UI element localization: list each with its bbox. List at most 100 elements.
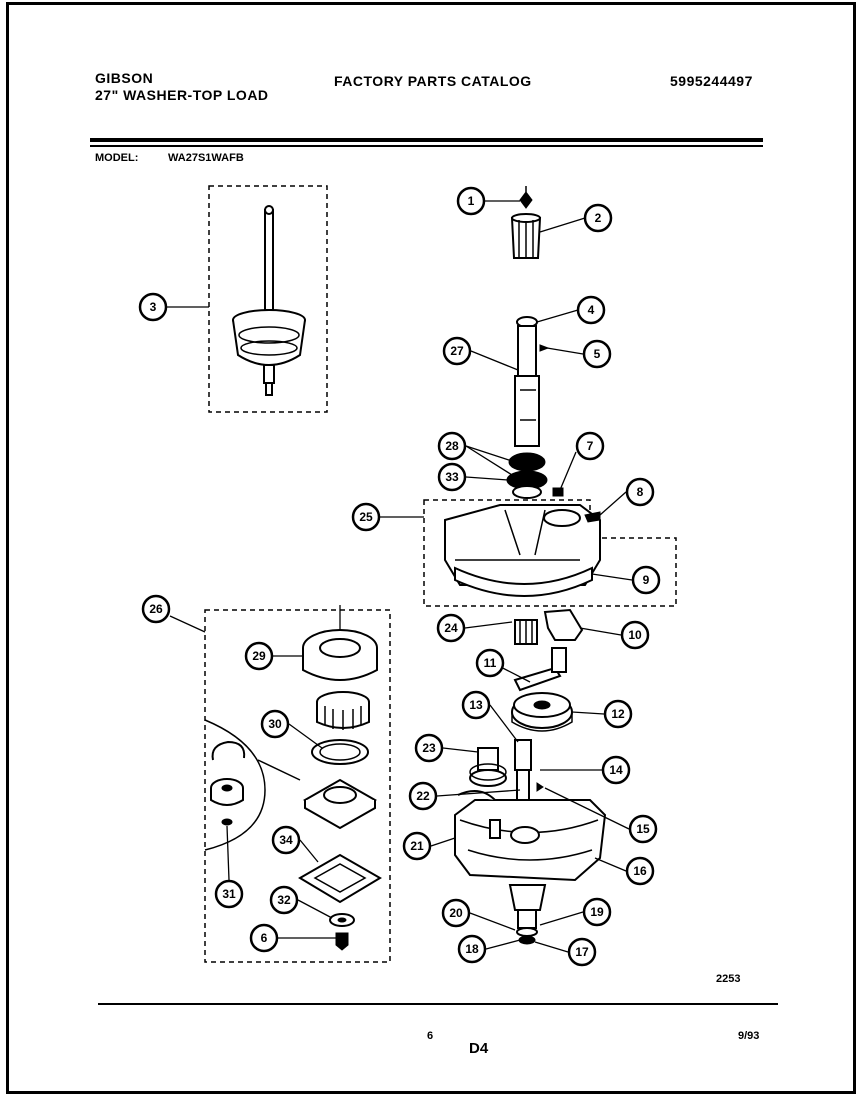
catalog-title: FACTORY PARTS CATALOG	[334, 73, 532, 89]
callout-30: 30	[260, 709, 290, 739]
svg-text:22: 22	[416, 789, 430, 803]
page-border	[6, 2, 856, 1094]
header-rule-thin	[90, 145, 763, 147]
callout-7: 7	[575, 431, 605, 461]
callout-22: 22	[408, 781, 438, 811]
callout-27: 27	[442, 336, 472, 366]
callout-3: 3	[138, 292, 168, 322]
svg-text:9: 9	[643, 573, 650, 587]
group-box-3	[208, 185, 328, 413]
callout-4: 4	[576, 295, 606, 325]
callout-15: 15	[628, 814, 658, 844]
callout-11: 11	[475, 648, 505, 678]
seal-ring-part	[302, 629, 378, 681]
svg-text:7: 7	[587, 439, 594, 453]
svg-text:27: 27	[450, 344, 464, 358]
callout-32: 32	[269, 885, 299, 915]
callout-10: 10	[620, 620, 650, 650]
agitator-shaft-part	[514, 316, 550, 447]
svg-text:2: 2	[595, 211, 602, 225]
svg-text:25: 25	[359, 510, 373, 524]
gearcase-part	[454, 790, 607, 882]
callout-34: 34	[271, 825, 301, 855]
group-box-26	[204, 609, 391, 963]
header-rule-thick	[90, 138, 763, 142]
callout-6: 6	[249, 923, 279, 953]
svg-text:20: 20	[449, 906, 463, 920]
callout-18: 18	[457, 934, 487, 964]
svg-text:18: 18	[465, 942, 479, 956]
brand-name: GIBSON	[95, 70, 154, 86]
callout-9: 9	[631, 565, 661, 595]
catalog-number: 5995244497	[670, 73, 753, 89]
footer-rule	[98, 1003, 778, 1005]
group-box-25	[423, 499, 677, 607]
svg-text:6: 6	[261, 931, 268, 945]
callout-21: 21	[402, 831, 432, 861]
svg-text:4: 4	[588, 303, 595, 317]
nut-part	[519, 186, 533, 209]
callout-5: 5	[582, 339, 612, 369]
bottom-shaft-part	[508, 884, 547, 945]
section-code: D4	[469, 1040, 489, 1057]
svg-text:24: 24	[444, 621, 458, 635]
svg-text:14: 14	[609, 763, 623, 777]
callout-20: 20	[441, 898, 471, 928]
shift-fork-part	[543, 608, 584, 641]
callout-2: 2	[583, 203, 613, 233]
svg-text:1: 1	[468, 194, 475, 208]
callout-33: 33	[437, 462, 467, 492]
o-ring-part	[311, 739, 369, 765]
crank-gear-part	[469, 747, 507, 787]
callout-19: 19	[582, 897, 612, 927]
page-number: 6	[427, 1030, 434, 1042]
callout-8: 8	[625, 477, 655, 507]
screw-part	[335, 932, 349, 951]
detail-inset	[204, 719, 301, 851]
bearing-housing-part	[302, 778, 378, 830]
drive-gear-part	[511, 692, 573, 732]
model-label: MODEL:	[95, 152, 139, 164]
callout-16: 16	[625, 856, 655, 886]
callout-13: 13	[461, 690, 491, 720]
transmission-cover-part	[444, 504, 601, 597]
model-value: WA27S1WAFB	[168, 152, 244, 164]
svg-text:28: 28	[445, 439, 459, 453]
callout-1: 1	[456, 186, 486, 216]
svg-text:23: 23	[422, 741, 436, 755]
transmission-assembly-part	[232, 205, 306, 396]
gasket-part	[298, 853, 382, 904]
shaft-seal-part	[506, 452, 564, 499]
revision-date: 9/93	[738, 1030, 760, 1042]
svg-text:12: 12	[611, 707, 625, 721]
bearing-part	[316, 691, 370, 730]
svg-text:21: 21	[410, 839, 424, 853]
svg-text:19: 19	[590, 905, 604, 919]
callout-31: 31	[214, 879, 244, 909]
svg-text:11: 11	[484, 656, 497, 670]
pinion-gear-part	[514, 619, 538, 645]
svg-text:17: 17	[575, 945, 589, 959]
callout-12: 12	[603, 699, 633, 729]
svg-text:34: 34	[279, 833, 293, 847]
svg-text:32: 32	[277, 893, 291, 907]
svg-text:16: 16	[633, 864, 647, 878]
callout-14: 14	[601, 755, 631, 785]
svg-text:3: 3	[150, 300, 157, 314]
callout-26: 26	[141, 594, 171, 624]
callout-23: 23	[414, 733, 444, 763]
callout-17: 17	[567, 937, 597, 967]
svg-text:13: 13	[469, 698, 483, 712]
svg-text:5: 5	[594, 347, 601, 361]
shift-lever-part	[513, 647, 567, 692]
figure-number: 2253	[716, 973, 741, 985]
svg-text:30: 30	[268, 717, 282, 731]
product-name: 27" WASHER-TOP LOAD	[95, 87, 269, 103]
svg-text:26: 26	[149, 602, 163, 616]
svg-text:33: 33	[445, 470, 459, 484]
svg-text:10: 10	[628, 628, 642, 642]
svg-text:31: 31	[222, 887, 236, 901]
callout-25: 25	[351, 502, 381, 532]
callout-29: 29	[244, 641, 274, 671]
